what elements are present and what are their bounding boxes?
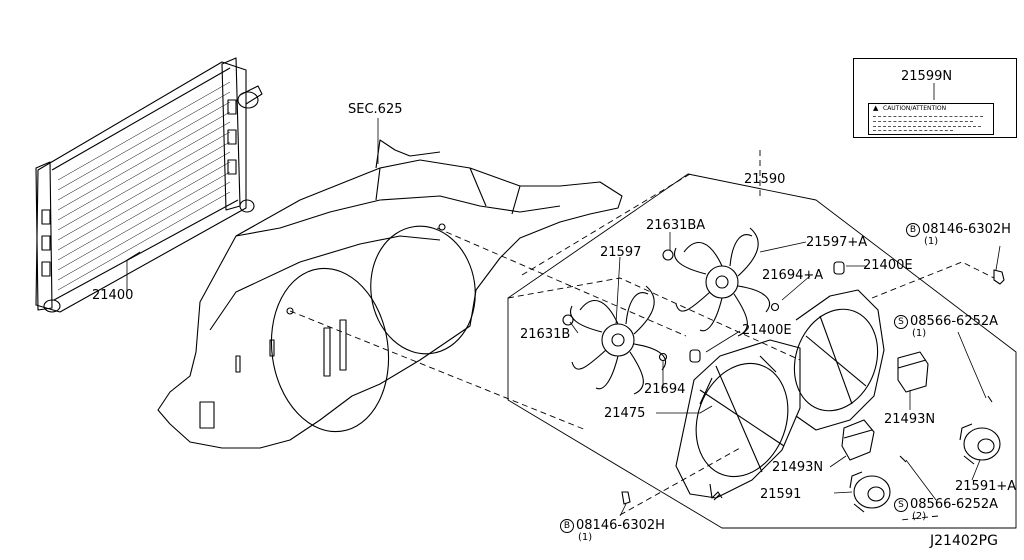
screw-marker-icon: S bbox=[894, 315, 908, 329]
label-21631ba[interactable]: 21631BA bbox=[646, 218, 706, 233]
label-21599n[interactable]: 21599N bbox=[901, 69, 953, 84]
motor-21591a[interactable] bbox=[959, 423, 1001, 465]
label-21694[interactable]: 21694 bbox=[644, 382, 686, 397]
radiator[interactable] bbox=[35, 57, 263, 313]
caution-text-line bbox=[873, 121, 973, 122]
bolt-top-qty: (1) bbox=[924, 236, 939, 247]
shroud-21475[interactable] bbox=[675, 289, 891, 501]
caution-label-box[interactable]: ▲ CAUTION/ATTENTION bbox=[853, 58, 1017, 138]
fasteners[interactable] bbox=[562, 249, 1005, 505]
caution-text-line bbox=[873, 126, 981, 127]
label-21694a[interactable]: 21694+A bbox=[762, 268, 824, 283]
label-21591[interactable]: 21591 bbox=[760, 487, 802, 502]
diagram-code: J21402PG bbox=[930, 533, 998, 549]
label-sec625[interactable]: SEC.625 bbox=[348, 102, 403, 117]
caution-text-line bbox=[873, 130, 953, 131]
bolt-top-number: 08146-6302H bbox=[922, 222, 1011, 237]
label-21493n-lower[interactable]: 21493N bbox=[772, 460, 824, 475]
fan-21597[interactable] bbox=[570, 285, 667, 395]
bolt-bottom-qty: (1) bbox=[578, 532, 593, 543]
assembly-boundary bbox=[289, 150, 1017, 529]
label-21597[interactable]: 21597 bbox=[600, 245, 642, 260]
caution-label: ▲ CAUTION/ATTENTION bbox=[868, 103, 994, 135]
label-21475[interactable]: 21475 bbox=[604, 406, 646, 421]
core-support[interactable] bbox=[157, 139, 623, 449]
motor-21591[interactable] bbox=[849, 471, 891, 513]
screw-b-number: 08566-6252A bbox=[910, 497, 999, 512]
screw-marker-icon: S bbox=[894, 498, 908, 512]
bolt-marker-icon: B bbox=[560, 519, 574, 533]
label-21597a[interactable]: 21597+A bbox=[806, 235, 868, 250]
label-21591a[interactable]: 21591+A bbox=[955, 479, 1017, 494]
label-21400[interactable]: 21400 bbox=[92, 288, 134, 303]
motor-21493n-upper[interactable] bbox=[897, 351, 929, 393]
label-21400e-upper[interactable]: 21400E bbox=[863, 258, 913, 273]
bolt-marker-icon: B bbox=[906, 223, 920, 237]
leader-lines bbox=[126, 83, 1001, 517]
warning-icon: ▲ bbox=[873, 104, 879, 112]
label-21631b[interactable]: 21631B bbox=[520, 327, 571, 342]
caution-text-line bbox=[873, 116, 983, 117]
screw-a-number: 08566-6252A bbox=[910, 314, 999, 329]
label-21590[interactable]: 21590 bbox=[744, 172, 786, 187]
caution-title: CAUTION/ATTENTION bbox=[883, 105, 947, 112]
screw-b-qty: (2) bbox=[912, 511, 927, 522]
fan-21597a[interactable] bbox=[674, 227, 771, 337]
label-21493n-upper[interactable]: 21493N bbox=[884, 412, 936, 427]
motor-21493n-lower[interactable] bbox=[841, 419, 875, 461]
label-21400e-lower[interactable]: 21400E bbox=[742, 323, 792, 338]
screw-a-qty: (1) bbox=[912, 328, 927, 339]
bolt-bottom-number: 08146-6302H bbox=[576, 518, 665, 533]
